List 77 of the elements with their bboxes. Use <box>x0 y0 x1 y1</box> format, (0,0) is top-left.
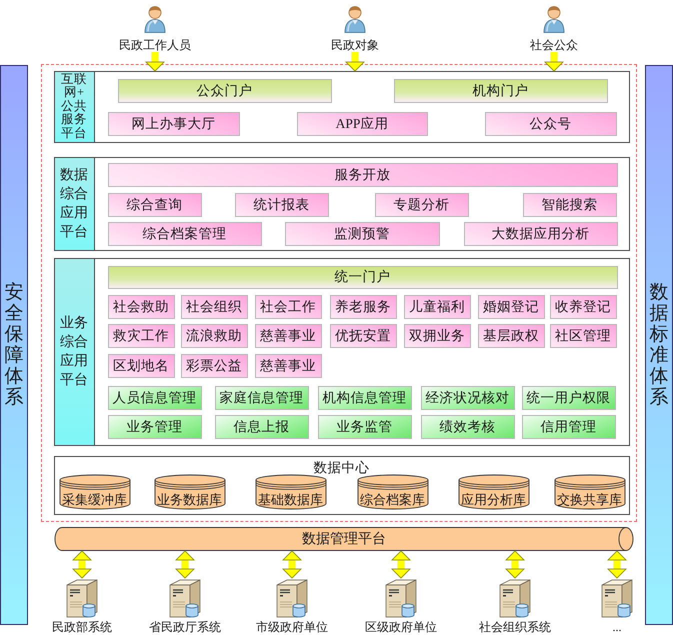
side-label: 互联网+公共服务平台 <box>54 72 94 142</box>
module-box: 社会组织 <box>180 294 248 318</box>
database-cylinder: 综合档案库 <box>356 474 428 510</box>
module-box: 儿童福利 <box>404 294 470 318</box>
module-box: 统计报表 <box>234 192 328 216</box>
module-box: 收养登记 <box>550 294 616 318</box>
module-box: 专题分析 <box>374 192 468 216</box>
database-cylinder: 交换共享库 <box>554 474 626 510</box>
arrow <box>146 52 164 72</box>
double-arrow <box>282 550 302 578</box>
panel-heading: 数据中心 <box>314 460 370 476</box>
module-box: 婚姻登记 <box>478 294 544 318</box>
module-box: 公众号 <box>484 112 616 136</box>
node-label: 区级政府单位 <box>365 620 437 634</box>
module-box: 养老服务 <box>330 294 396 318</box>
module-box: 优抚安置 <box>330 324 396 348</box>
side-band: 安全保障体系 <box>0 65 28 625</box>
side-label: 业务综合应用平台 <box>54 258 94 444</box>
node-label: 民政部系统 <box>52 620 112 634</box>
module-box: 公众门户 <box>118 78 332 102</box>
horizontal-cylinder: 数据管理平台 <box>54 527 634 551</box>
node-label: 民政工作人员 <box>119 38 191 52</box>
node-label: 市级政府单位 <box>256 620 328 634</box>
module-box: 服务开放 <box>108 162 618 186</box>
layer-panel <box>54 258 630 446</box>
module-box: 彩票公益 <box>180 354 248 378</box>
module-box: 社会救助 <box>108 294 174 318</box>
module-box: 人员信息管理 <box>108 386 202 410</box>
node-label: 省民政厅系统 <box>149 620 221 634</box>
double-arrow <box>176 550 194 578</box>
double-arrow <box>506 550 524 578</box>
module-box: 综合查询 <box>108 192 202 216</box>
module-box: 网上办事大厅 <box>108 112 240 136</box>
module-box: 统一用户权限 <box>522 386 616 410</box>
module-box: 基层政权 <box>478 324 544 348</box>
side-band: 数据标准体系 <box>645 65 673 625</box>
module-box: 业务管理 <box>108 414 202 438</box>
module-box: 流浪救助 <box>180 324 248 348</box>
module-box: 监测预警 <box>284 222 440 246</box>
module-box: 慈善事业 <box>254 324 322 348</box>
module-box: 家庭信息管理 <box>214 386 308 410</box>
module-box: 综合档案管理 <box>108 222 262 246</box>
module-box: APP应用 <box>296 112 428 136</box>
database-cylinder: 业务数据库 <box>154 474 226 510</box>
module-box: 双拥业务 <box>404 324 470 348</box>
node-label: ... <box>612 620 622 634</box>
double-arrow <box>608 550 626 578</box>
module-box: 救灾工作 <box>108 324 174 348</box>
dashed-frame <box>41 64 637 522</box>
module-box: 业务监管 <box>318 414 412 438</box>
module-box: 统一门户 <box>108 266 618 288</box>
double-arrow <box>72 550 92 578</box>
module-box: 社区管理 <box>550 324 616 348</box>
layer-panel <box>54 156 630 250</box>
module-box: 机构信息管理 <box>318 386 412 410</box>
module-box: 大数据应用分析 <box>464 222 618 246</box>
node-label: 民政对象 <box>331 38 379 52</box>
module-box: 智能搜索 <box>522 192 616 216</box>
module-box: 信用管理 <box>522 414 616 438</box>
database-cylinder: 应用分析库 <box>458 474 530 510</box>
arrow <box>544 52 564 72</box>
double-arrow <box>392 550 410 578</box>
side-label: 数据综合应用平台 <box>54 158 94 250</box>
node-label: 社会组织系统 <box>479 620 551 634</box>
arrow <box>346 52 364 72</box>
database-cylinder: 采集缓冲库 <box>58 474 130 510</box>
module-box: 区划地名 <box>108 354 174 378</box>
layer-panel <box>54 456 630 514</box>
module-box: 经济状况核对 <box>420 386 514 410</box>
layer-panel <box>54 70 630 142</box>
module-box: 绩效考核 <box>420 414 514 438</box>
node-label: 社会公众 <box>530 38 578 52</box>
database-cylinder: 基础数据库 <box>254 474 326 510</box>
module-box: 信息上报 <box>214 414 308 438</box>
module-box: 慈善事业 <box>254 354 322 378</box>
module-box: 社会工作 <box>254 294 322 318</box>
module-box: 机构门户 <box>394 78 608 102</box>
